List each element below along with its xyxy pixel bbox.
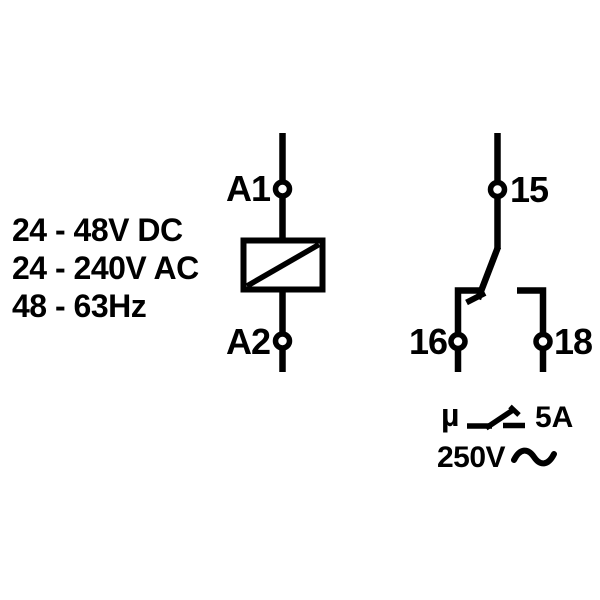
terminal-circle-18 bbox=[533, 331, 553, 352]
coil-diagonal bbox=[245, 242, 321, 289]
rating-current: 5A bbox=[535, 401, 574, 434]
micro-gap-contact-icon bbox=[467, 404, 525, 431]
contact-blade bbox=[474, 245, 502, 301]
spec-line-freq: 48 - 63Hz bbox=[12, 288, 147, 324]
nc-contact-bracket bbox=[454, 287, 480, 336]
spec-line-ac: 24 - 240V AC bbox=[12, 250, 199, 286]
terminal-circle-a1 bbox=[272, 179, 293, 199]
terminal-label-16: 16 bbox=[408, 321, 448, 362]
terminal-circle-15 bbox=[487, 179, 508, 200]
spec-line-dc: 24 - 48V DC bbox=[12, 212, 183, 248]
terminal-circle-a2 bbox=[272, 331, 293, 351]
contact-branch bbox=[448, 133, 553, 372]
terminal-label-18: 18 bbox=[554, 321, 593, 362]
ac-sine-icon bbox=[511, 447, 557, 467]
terminal-circle-16 bbox=[448, 331, 468, 352]
supply-specs: 24 - 48V DC 24 - 240V AC 48 - 63Hz bbox=[12, 211, 252, 325]
no-contact-bracket bbox=[517, 287, 547, 336]
contact-blade-tick bbox=[465, 290, 487, 306]
coil-branch bbox=[240, 133, 326, 372]
micro-gap-symbol: µ bbox=[441, 397, 460, 433]
terminal-label-a2: A2 bbox=[225, 321, 271, 362]
rating-voltage: 250V bbox=[437, 441, 506, 474]
terminal-label-15: 15 bbox=[510, 169, 549, 210]
terminal-label-a1: A1 bbox=[225, 168, 271, 209]
